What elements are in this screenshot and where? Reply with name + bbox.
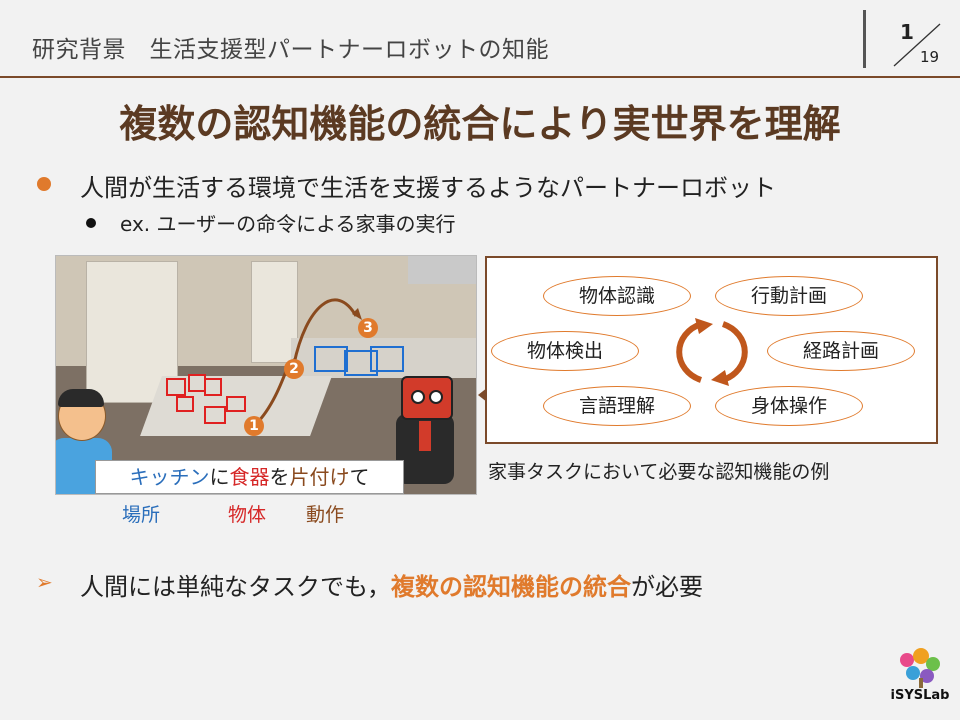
function-body-manipulation: 身体操作	[715, 386, 863, 426]
function-action-planning: 行動計画	[715, 276, 863, 316]
page-total: 19	[920, 48, 940, 66]
label-place: 場所	[122, 504, 161, 526]
header-title: 研究背景 生活支援型パートナーロボットの知能	[32, 37, 549, 63]
bullet-sub: ex. ユーザーの命令による家事の実行	[120, 212, 456, 236]
header-divider	[863, 10, 866, 68]
object-box	[176, 396, 194, 412]
kitchen-photo: 1 2 3	[55, 255, 477, 495]
logo-text: iSYSLab	[890, 688, 950, 703]
arrowhead-bullet-icon: ➢	[36, 570, 53, 594]
panel-caption: 家事タスクにおいて必要な認知機能の例	[488, 461, 830, 483]
command-action: 片付け	[289, 465, 350, 489]
slide-title: 複数の認知機能の統合により実世界を理解	[119, 102, 841, 146]
function-language-understanding: 言語理解	[543, 386, 691, 426]
function-object-detection: 物体検出	[491, 331, 639, 371]
cognitive-functions-panel: 物体認識 行動計画 物体検出 経路計画 言語理解 身体操作	[485, 256, 938, 444]
sub-bullet-dot-icon	[86, 218, 96, 228]
page-current: 1	[900, 20, 914, 44]
function-path-planning: 経路計画	[767, 331, 915, 371]
step-number: 2	[284, 359, 304, 379]
function-object-recognition: 物体認識	[543, 276, 691, 316]
location-box	[314, 346, 348, 372]
location-box	[344, 350, 378, 376]
conclusion-highlight: 複数の認知機能の統合	[391, 573, 632, 601]
command-place: キッチン	[129, 465, 210, 489]
label-object: 物体	[228, 504, 267, 526]
header-rule	[0, 76, 960, 78]
object-box	[204, 378, 222, 396]
isyslab-logo	[900, 648, 940, 688]
robot-head	[401, 376, 453, 420]
bullet-main: 人間が生活する環境で生活を支援するようなパートナーロボット	[80, 174, 776, 202]
step-number: 1	[244, 416, 264, 436]
command-speech-box: キッチンに食器を片付けて	[95, 460, 404, 494]
bullet-dot-icon	[37, 177, 51, 191]
command-object: 食器	[229, 465, 270, 489]
object-box	[226, 396, 246, 412]
page-slash	[893, 23, 941, 67]
object-box	[204, 406, 226, 424]
object-box	[166, 378, 186, 396]
location-box	[370, 346, 404, 372]
label-action: 動作	[306, 504, 345, 526]
conclusion-bullet: 人間には単純なタスクでも，複数の認知機能の統合が必要	[80, 573, 704, 601]
step-number: 3	[358, 318, 378, 338]
cycle-arrows-icon	[676, 318, 748, 386]
